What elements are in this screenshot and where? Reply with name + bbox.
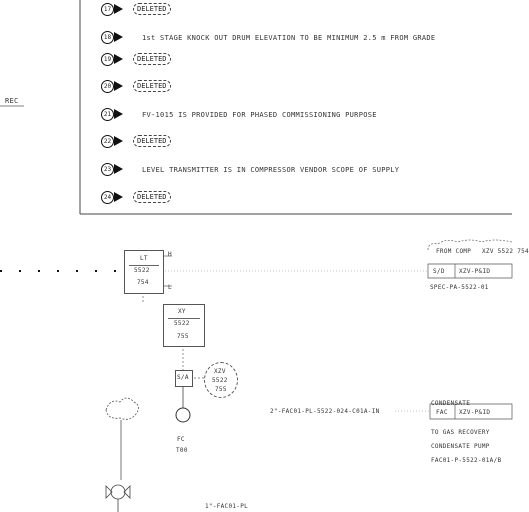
note-arrow-icon bbox=[114, 32, 123, 42]
lt-high-label: H bbox=[168, 251, 172, 258]
note-arrow-icon bbox=[114, 4, 123, 14]
lt-low-label: L bbox=[168, 284, 172, 291]
lt-divider bbox=[129, 265, 159, 266]
top-right-cell1: S/D bbox=[433, 268, 445, 275]
lt-tag-letters: LT bbox=[140, 255, 148, 262]
condensate-cell2: XZV-P&ID bbox=[459, 409, 491, 416]
top-right-cell2: XZV-P&ID bbox=[459, 268, 491, 275]
note-number: 24 bbox=[101, 191, 114, 204]
note-number: 17 bbox=[101, 3, 114, 16]
note-arrow-icon bbox=[114, 192, 123, 202]
xy-tag-letters: XY bbox=[178, 308, 186, 315]
note-text: LEVEL TRANSMITTER IS IN COMPRESSOR VENDO… bbox=[142, 166, 400, 174]
bottom-line-label: 1"-FAC01-PL bbox=[205, 503, 249, 510]
top-right-spec: SPEC-PA-5522-01 bbox=[430, 284, 489, 291]
note-number: 19 bbox=[101, 53, 114, 66]
note-text-deleted: DELETED bbox=[133, 53, 171, 65]
valve-fail-closed-label: FC bbox=[177, 436, 185, 443]
note-number: 20 bbox=[101, 80, 114, 93]
note-number: 21 bbox=[101, 108, 114, 121]
left-label: REC bbox=[5, 97, 19, 105]
note-number: 22 bbox=[101, 135, 114, 148]
line-number-label: 2"-FAC01-PL-5522-024-C01A-IN bbox=[270, 408, 380, 415]
xzv-tag-letters: XZV bbox=[214, 368, 226, 375]
condensate-dest-2: CONDENSATE PUMP bbox=[431, 443, 490, 450]
note-text-deleted: DELETED bbox=[133, 135, 171, 147]
note-text: 1st STAGE KNOCK OUT DRUM ELEVATION TO BE… bbox=[142, 34, 436, 42]
from-comp-label: FROM COMP bbox=[436, 248, 472, 255]
lt-tag-number: 5522 bbox=[134, 267, 150, 274]
xy-divider bbox=[168, 318, 200, 319]
valve-tag-label: T00 bbox=[176, 447, 188, 454]
condensate-cell1: FAC bbox=[436, 409, 448, 416]
condensate-title: CONDENSATE bbox=[431, 400, 471, 407]
note-text-deleted: DELETED bbox=[133, 3, 171, 15]
note-arrow-icon bbox=[114, 54, 123, 64]
xzv-tag-suffix: 755 bbox=[215, 386, 227, 393]
diagram-lines bbox=[0, 0, 513, 512]
note-number: 23 bbox=[101, 163, 114, 176]
condensate-dest-3: FAC01-P-5522-01A/B bbox=[431, 457, 502, 464]
xy-tag-suffix: 755 bbox=[177, 333, 189, 340]
note-arrow-icon bbox=[114, 109, 123, 119]
note-text-deleted: DELETED bbox=[133, 80, 171, 92]
note-arrow-icon bbox=[114, 81, 123, 91]
from-comp-tag: XZV 5522 754 bbox=[482, 248, 529, 255]
lt-tag-suffix: 754 bbox=[137, 279, 149, 286]
level-transmitter-box[interactable]: LT 5522 754 bbox=[124, 250, 164, 294]
solenoid-label: S/A bbox=[177, 374, 189, 381]
valve-position-instrument[interactable]: XZV 5522 755 bbox=[204, 362, 238, 398]
note-arrow-icon bbox=[114, 164, 123, 174]
note-number: 18 bbox=[101, 31, 114, 44]
note-text: FV-1015 IS PROVIDED FOR PHASED COMMISSIO… bbox=[142, 111, 377, 119]
xzv-tag-number: 5522 bbox=[212, 377, 228, 384]
xy-tag-number: 5522 bbox=[174, 320, 190, 327]
solenoid-box[interactable]: S/A bbox=[175, 370, 193, 387]
note-text-deleted: DELETED bbox=[133, 191, 171, 203]
relay-xy-box[interactable]: XY 5522 755 bbox=[163, 304, 205, 347]
condensate-dest-1: TO GAS RECOVERY bbox=[431, 429, 490, 436]
note-arrow-icon bbox=[114, 136, 123, 146]
